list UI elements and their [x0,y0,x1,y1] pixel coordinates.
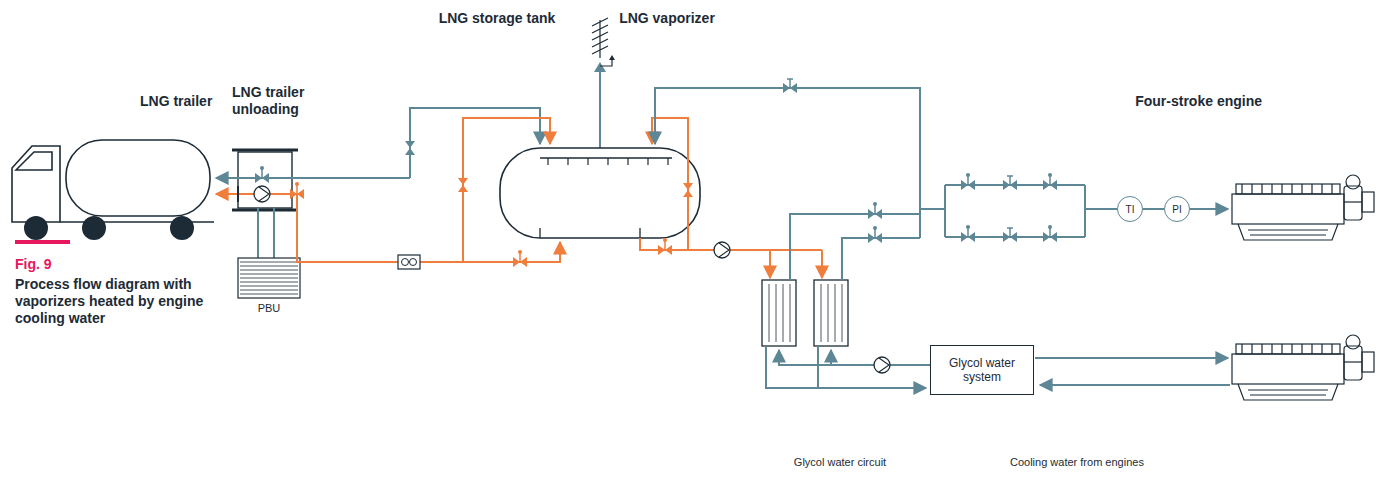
circuit-label: Cooling water from engines [1010,456,1144,469]
equipment-title: LNG storage tank [439,10,556,27]
instrument-bubble: TI [1117,196,1143,222]
equipment-title: Four-stroke engine [1135,93,1262,110]
figure-caption: Process flow diagram with vaporizers hea… [15,276,230,326]
circuit-label: Glycol water circuit [794,456,886,469]
system-box: Glycol water system [930,345,1034,395]
node-text: PI [1172,204,1181,215]
equipment-title: LNG vaporizer [619,10,715,27]
figure-number: Fig. 9 [15,256,52,273]
instrument-bubble: PI [1164,196,1190,222]
pipe-connector [1143,208,1164,210]
node-text: TI [1126,204,1135,215]
equipment-title: LNG trailer [140,93,212,110]
equipment-tag: PBU [258,302,281,315]
equipment-title: LNG trailer unloading [232,84,322,118]
node-text: Glycol water system [939,356,1025,384]
